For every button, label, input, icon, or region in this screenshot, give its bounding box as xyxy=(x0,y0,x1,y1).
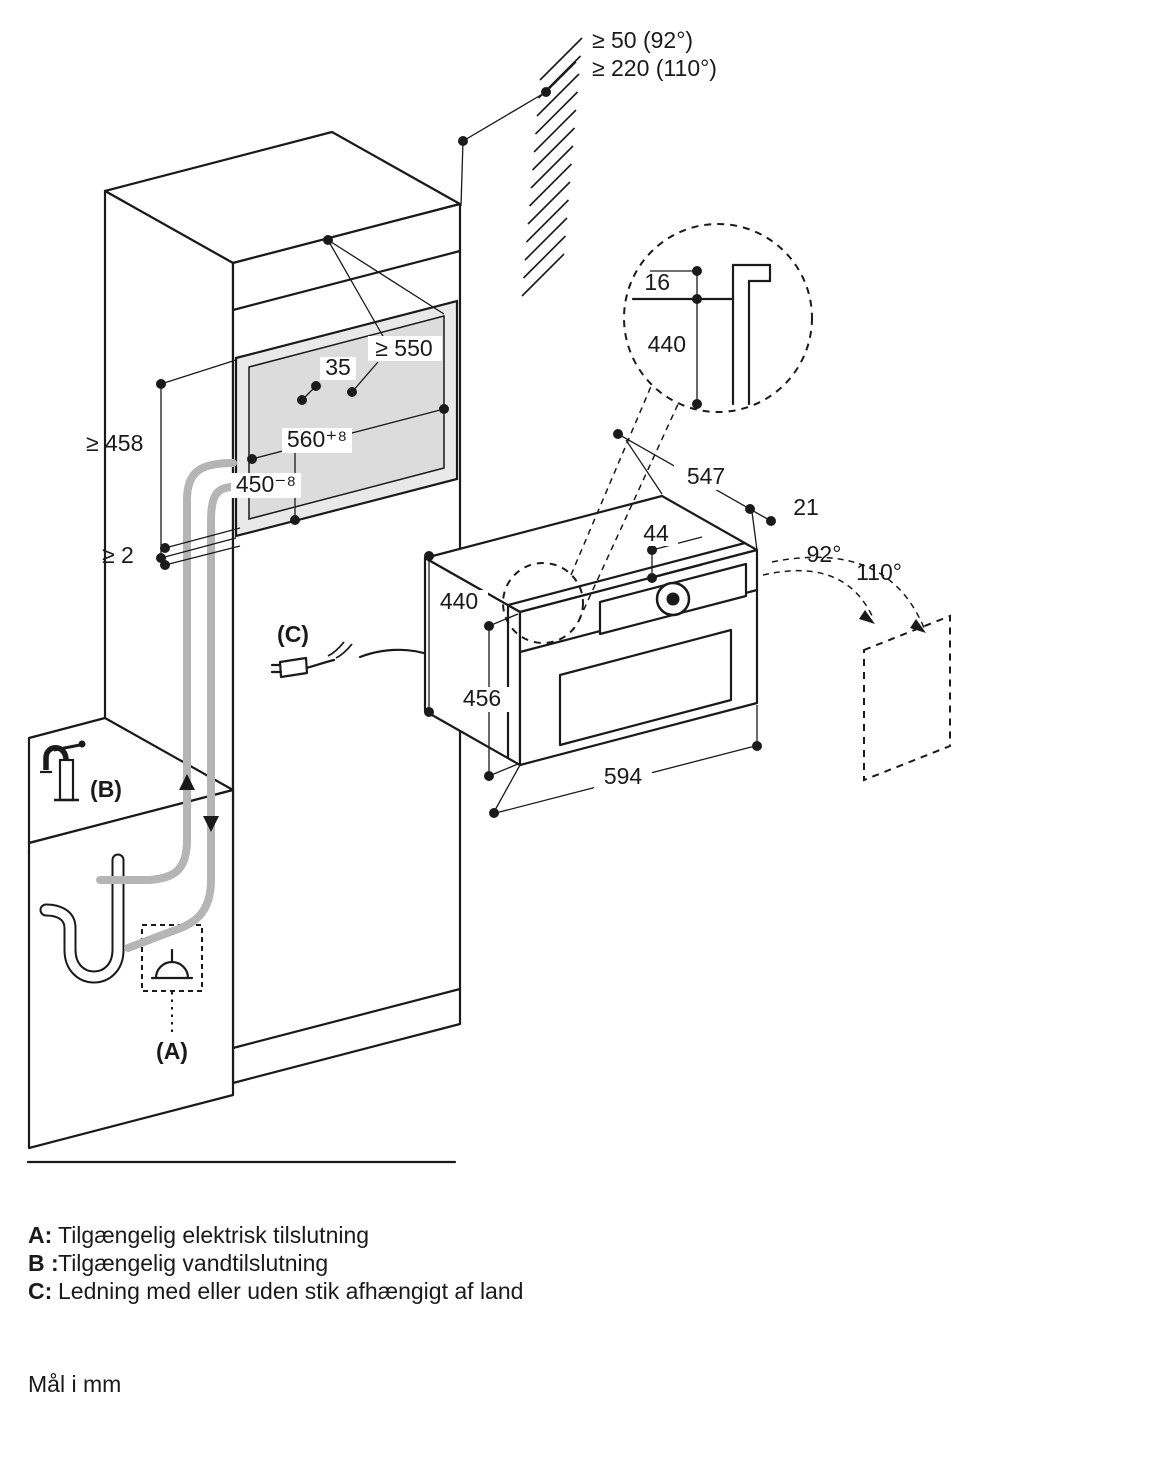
siphon-icon xyxy=(39,853,125,984)
oven-dim-547-label: 547 xyxy=(687,463,725,489)
oven-angle-110-label: 110° xyxy=(856,559,902,585)
legend-key-a: A: xyxy=(28,1222,52,1248)
detail-source-circle xyxy=(502,562,584,644)
detail-callout xyxy=(502,223,813,644)
oven-knob-center xyxy=(666,592,680,606)
legend-text-b: Tilgængelig vandtilslutning xyxy=(58,1250,328,1276)
oven-dim-21-label: 21 xyxy=(793,494,819,520)
dimension-dots xyxy=(156,87,776,818)
wall-clearance-110-label: ≥ 220 (110°) xyxy=(592,55,717,81)
door-swing xyxy=(762,556,951,782)
outlet-icon xyxy=(141,924,203,1034)
niche-dim-560-label: 560⁺⁸ xyxy=(287,426,347,452)
water-hoses xyxy=(96,459,237,952)
detail-dim-440-label: 440 xyxy=(648,331,686,357)
oven-angle-92-label: 92° xyxy=(807,541,842,567)
oven-door-window xyxy=(558,628,733,747)
oven xyxy=(423,494,759,767)
oven-door-top-edge xyxy=(506,541,747,607)
niche-back-panel xyxy=(248,315,445,520)
callout-b-label: (B) xyxy=(90,776,122,802)
wall-hatch-icon xyxy=(521,37,583,297)
cabinet-plinth-line xyxy=(231,987,462,1050)
units-note: Mål i mm xyxy=(28,1371,121,1397)
power-cord-icon xyxy=(270,641,432,679)
oven-dim-456-label: 456 xyxy=(463,685,501,711)
base-cabinet-front-face xyxy=(27,788,235,1150)
callout-c-label: (C) xyxy=(277,621,309,647)
legend-text-c: Ledning med eller uden stik afhængigt af… xyxy=(58,1278,523,1304)
dimension-labels: ≥ 50 (92°) ≥ 220 (110°) 16 440 35 ≥ 550 … xyxy=(86,27,902,1064)
cabinet-shelf-line xyxy=(231,249,462,312)
legend-key-c: C: xyxy=(28,1278,52,1304)
callout-a-label: (A) xyxy=(156,1038,188,1064)
wall-clearance-92-label: ≥ 50 (92°) xyxy=(592,27,693,53)
faucet-icon xyxy=(40,740,86,802)
sink-counter xyxy=(26,716,457,1164)
label-chips xyxy=(231,336,828,790)
niche-dim-450-label: 450⁻⁸ xyxy=(236,471,296,497)
legend: A: Tilgængelig elektrisk tilslutning B :… xyxy=(28,1222,523,1397)
niche-dim-2-label: ≥ 2 xyxy=(102,542,134,568)
flow-arrow-up-icon xyxy=(179,774,195,790)
oven-dim-594-label: 594 xyxy=(604,763,643,789)
oven-dim-440-label: 440 xyxy=(440,588,478,614)
niche-dim-458-label: ≥ 458 xyxy=(86,430,143,456)
oven-dim-44-label: 44 xyxy=(643,520,669,546)
detail-dim-16-label: 16 xyxy=(644,269,670,295)
detail-circle xyxy=(623,223,813,413)
legend-text-a: Tilgængelig elektrisk tilslutning xyxy=(58,1222,369,1248)
legend-key-b: B : xyxy=(28,1250,59,1276)
niche-dim-35-label: 35 xyxy=(325,354,351,380)
flow-arrow-down-icon xyxy=(203,816,219,832)
niche-dim-550-label: ≥ 550 xyxy=(375,335,432,361)
open-door-outline xyxy=(863,614,951,782)
